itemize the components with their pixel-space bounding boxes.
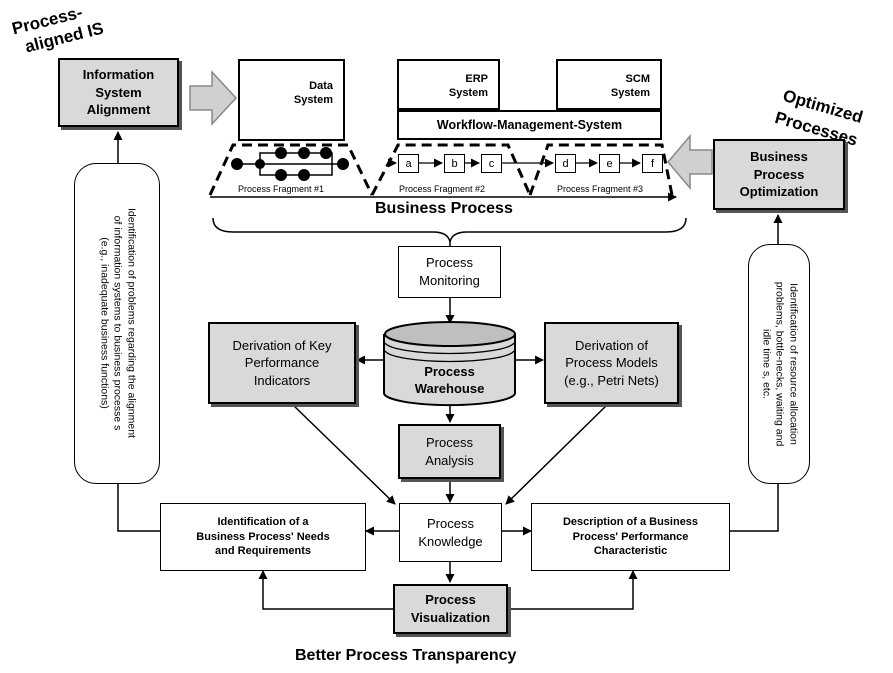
step-d: d	[555, 154, 576, 173]
step-b: b	[444, 154, 465, 173]
fragment-1-outline	[208, 143, 374, 196]
step-e: e	[599, 154, 620, 173]
fragment-3-label: Process Fragment #3	[557, 184, 644, 194]
left-feedback-pill	[74, 163, 160, 484]
fragment-1-nodes	[231, 147, 349, 181]
left-feedback-text: Identification of problems regarding the…	[98, 208, 138, 438]
process-warehouse-label: Process Warehouse	[414, 364, 485, 396]
business-process-brace	[212, 217, 687, 243]
hollow-arrow-right	[189, 70, 238, 126]
step-c: c	[481, 154, 502, 173]
performance-characteristic-box: Description of a Business Process' Perfo…	[531, 503, 730, 571]
fragment-2-label: Process Fragment #2	[399, 184, 486, 194]
business-process-optimization-box: Business Process Optimization	[713, 139, 845, 210]
fragment-2-outline	[370, 143, 532, 196]
process-visualization-box: Process Visualization	[393, 584, 508, 634]
process-monitoring-box: Process Monitoring	[398, 246, 501, 298]
scm-system-box: SCM System	[556, 59, 662, 110]
business-process-label: Business Process	[375, 200, 513, 217]
step-a: a	[398, 154, 419, 173]
right-feedback-text: Identification of resource allocation pr…	[760, 281, 800, 447]
kpi-derivation-box: Derivation of Key Performance Indicators	[208, 322, 356, 404]
workflow-management-system-box: Workflow-Management-System	[397, 110, 662, 140]
step-f: f	[642, 154, 663, 173]
process-model-derivation-box: Derivation of Process Models (e.g., Petr…	[544, 322, 679, 404]
process-analysis-box: Process Analysis	[398, 424, 501, 479]
fragment-3-outline	[528, 143, 674, 196]
hollow-arrow-left	[667, 133, 713, 191]
right-feedback-pill	[748, 244, 810, 484]
erp-system-box: ERP System	[397, 59, 500, 110]
information-system-alignment-box: Information System Alignment	[58, 58, 179, 127]
footer-title: Better Process Transparency	[295, 647, 517, 664]
needs-requirements-box: Identification of a Business Process' Ne…	[160, 503, 366, 571]
warehouse-cylinder	[383, 321, 516, 407]
fragment-1-label: Process Fragment #1	[238, 184, 325, 194]
data-system-box: Data System	[238, 59, 345, 141]
process-knowledge-box: Process Knowledge	[399, 503, 502, 562]
